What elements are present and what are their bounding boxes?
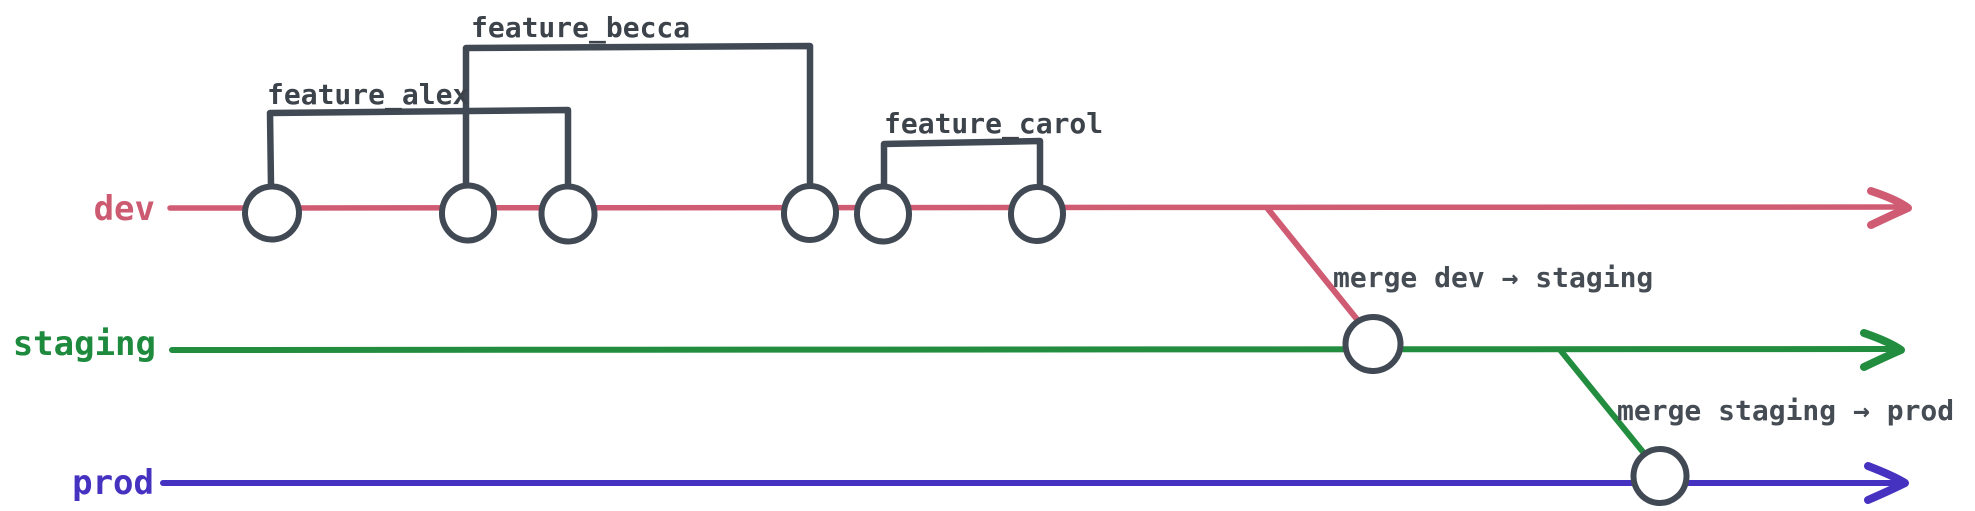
feature-bracket-alex bbox=[266, 106, 572, 190]
merge-label-staging-prod: merge staging → prod bbox=[1617, 394, 1954, 427]
commit-node bbox=[242, 183, 302, 243]
merge-node-prod bbox=[1630, 446, 1690, 506]
feature-label-carol: feature_carol bbox=[884, 107, 1103, 140]
merge-label-dev-staging: merge dev → staging bbox=[1333, 261, 1653, 294]
feature-bracket-carol bbox=[880, 137, 1044, 190]
commit-node bbox=[1007, 184, 1067, 244]
commit-node bbox=[438, 182, 498, 244]
dev-arrowhead-icon bbox=[1867, 187, 1912, 229]
branch-label-prod: prod bbox=[72, 463, 154, 503]
staging-line bbox=[169, 346, 1893, 353]
branch-label-staging: staging bbox=[13, 324, 156, 364]
branch-prod bbox=[160, 462, 1909, 504]
branch-label-dev: dev bbox=[94, 189, 155, 229]
merge-line-dev-to-staging bbox=[1265, 206, 1363, 326]
staging-arrowhead-icon bbox=[1860, 329, 1905, 371]
commit-node bbox=[538, 183, 598, 245]
merge-line-staging-to-prod bbox=[1558, 348, 1646, 455]
commit-node bbox=[780, 183, 840, 243]
feature-label-becca: feature_becca bbox=[471, 11, 690, 44]
prod-arrowhead-icon bbox=[1864, 462, 1909, 504]
feature-label-alex: feature_alex bbox=[267, 78, 469, 111]
branch-staging bbox=[169, 329, 1905, 455]
feature-bracket-becca bbox=[462, 42, 814, 189]
merge-node-staging bbox=[1342, 313, 1404, 375]
commit-node bbox=[853, 183, 913, 245]
